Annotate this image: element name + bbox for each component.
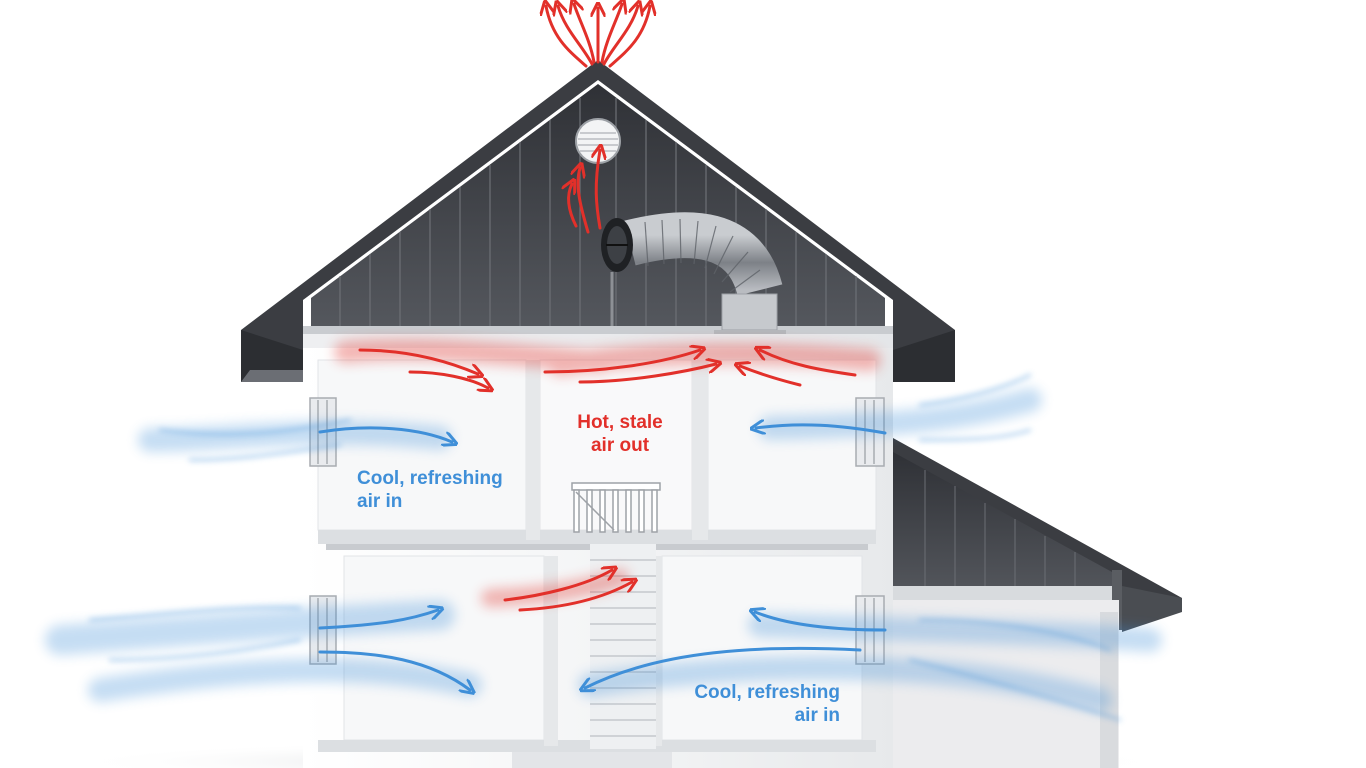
cool-air-label-right: Cool, refreshing air in <box>679 681 840 727</box>
air-flow-arrow-icon <box>608 6 650 68</box>
air-flow-arrow-icon <box>585 646 862 688</box>
air-flow-arrow-icon <box>558 6 594 66</box>
air-flow-arrow-icon <box>755 612 887 632</box>
hot-air-label: Hot, stale air out <box>560 411 680 457</box>
flex-duct-icon <box>624 212 786 338</box>
cool-air-label-right-line1: Cool, refreshing <box>694 682 840 703</box>
cool-air-flow <box>45 373 1162 722</box>
hot-air-label-line1: Hot, stale <box>577 412 663 433</box>
air-flow-arrow-icon <box>318 610 438 630</box>
stair-railing-icon <box>571 482 661 533</box>
air-flow-arrow-icon <box>600 4 622 64</box>
air-flow-arrow-icon <box>596 150 600 230</box>
hot-air-flow <box>334 4 881 612</box>
air-flow-arrow-icon <box>578 364 716 384</box>
air-flow-arrow-icon <box>546 6 588 68</box>
air-flow-arrow-icon <box>602 6 638 66</box>
air-flow-arrow-icon <box>760 350 857 377</box>
air-flow-arrow-icon <box>578 168 590 234</box>
air-flow-arrow-icon <box>358 348 478 374</box>
garage-annex <box>893 438 1182 768</box>
gable-vent-icon <box>575 118 621 164</box>
air-flow-arrow-icon <box>543 350 700 374</box>
air-flow-arrow-icon <box>318 650 470 690</box>
cool-air-label-left: Cool, refreshing air in <box>357 467 503 513</box>
attic-fan-icon <box>601 218 633 326</box>
cool-air-label-left-line1: Cool, refreshing <box>357 468 503 489</box>
air-flow-arrow-icon <box>569 184 578 228</box>
air-flow-arrow-icon <box>503 570 612 602</box>
air-flow-arrow-icon <box>408 370 488 388</box>
air-flow-arrow-icon <box>574 4 596 64</box>
cool-air-label-right-line2: air in <box>794 705 840 726</box>
air-flow-arrow-icon <box>756 425 887 433</box>
hot-air-label-line2: air out <box>590 435 650 456</box>
air-flow-arrow-icon <box>318 426 452 442</box>
cool-air-label-left-line2: air in <box>357 491 403 512</box>
air-flow-arrow-icon <box>518 582 632 612</box>
air-flow-arrow-icon <box>740 366 802 387</box>
